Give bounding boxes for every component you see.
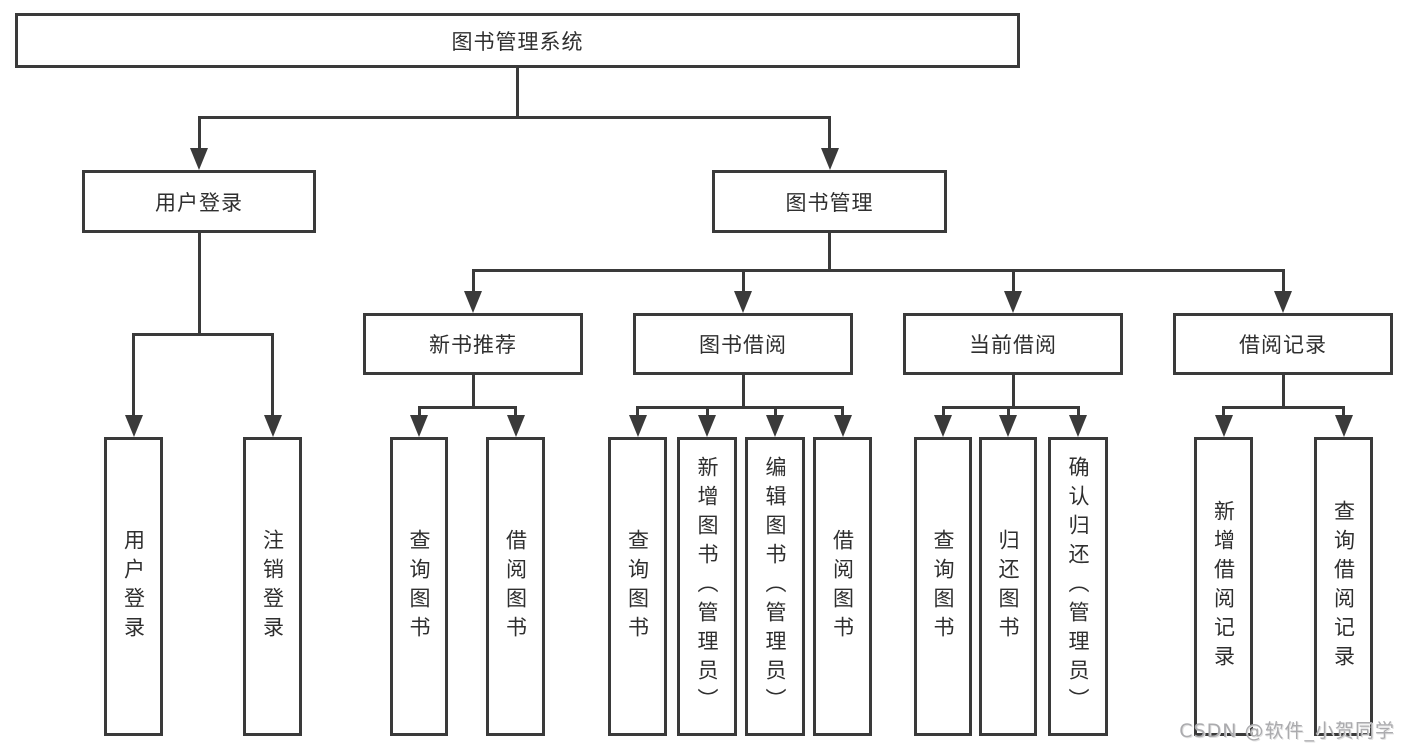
- watermark: CSDN @软件_小贺同学: [1179, 720, 1395, 742]
- connector-split-book-borrow: [636, 405, 844, 409]
- connector-branch-v-confirm-return: [1076, 407, 1080, 419]
- connector-branch-v-query-books-2: [636, 407, 639, 419]
- connector-branch-v-edit-books: [773, 407, 777, 419]
- connector-branch-v-logout: [271, 334, 274, 419]
- connector-split-new-book-rec: [417, 405, 517, 409]
- connector-arrow-v-query-books-3: [934, 415, 952, 437]
- connector-branch-v-add-borrow-record: [1222, 407, 1225, 419]
- node-new-book-rec: 新书推荐: [363, 313, 583, 375]
- connector-branch-borrow-records: [1281, 270, 1285, 295]
- connector-branch-v-query-borrow-record: [1342, 407, 1345, 419]
- connector-arrow-v-add-borrow-record: [1214, 415, 1233, 437]
- connector-arrow-user-login: [190, 148, 208, 170]
- node-v-borrow-books-1: 借阅图书: [486, 437, 545, 736]
- connector-arrow-current-borrow: [1004, 291, 1022, 313]
- connector-arrow-v-confirm-return: [1069, 415, 1087, 437]
- connector-arrow-v-query-books-1: [410, 415, 428, 437]
- connector-arrow-v-logout: [263, 415, 282, 437]
- connector-split-user-login: [132, 332, 274, 336]
- node-v-query-books-1: 查询图书: [390, 437, 448, 736]
- connector-branch-v-borrow-books-1: [514, 407, 517, 419]
- connector-branch-new-book-rec: [471, 270, 475, 295]
- connector-branch-current-borrow: [1011, 270, 1015, 295]
- connector-drop-borrow-records: [1281, 375, 1285, 409]
- connector-drop-root: [516, 68, 519, 119]
- connector-arrow-v-return-books: [999, 415, 1017, 437]
- connector-drop-book-borrow: [741, 375, 745, 409]
- node-v-return-books: 归还图书: [979, 437, 1037, 736]
- connector-arrow-v-query-books-2: [628, 415, 647, 437]
- connector-branch-v-borrow-books-2: [841, 407, 844, 419]
- node-v-edit-books: 编辑图书（管理员）: [745, 437, 805, 736]
- node-v-query-books-3: 查询图书: [914, 437, 972, 736]
- node-book-mgmt: 图书管理: [712, 170, 947, 233]
- connector-arrow-v-user-login: [124, 415, 143, 437]
- connector-branch-v-return-books: [1006, 407, 1010, 419]
- node-current-borrow: 当前借阅: [903, 313, 1123, 375]
- connector-arrow-borrow-records: [1274, 291, 1292, 313]
- node-v-user-login: 用户登录: [104, 437, 163, 736]
- node-user-login: 用户登录: [82, 170, 316, 233]
- connector-branch-book-mgmt: [828, 117, 831, 152]
- connector-arrow-v-borrow-books-2: [833, 415, 852, 437]
- node-v-add-borrow-record: 新增借阅记录: [1194, 437, 1253, 736]
- node-book-borrow: 图书借阅: [633, 313, 853, 375]
- connector-arrow-v-query-borrow-record: [1334, 415, 1353, 437]
- connector-split-root: [197, 115, 831, 119]
- connector-branch-user-login: [197, 117, 201, 152]
- connector-branch-v-user-login: [132, 334, 135, 419]
- connector-branch-v-query-books-1: [417, 407, 421, 419]
- node-borrow-records: 借阅记录: [1173, 313, 1393, 375]
- connector-arrow-v-edit-books: [766, 415, 784, 437]
- node-v-query-borrow-record: 查询借阅记录: [1314, 437, 1373, 736]
- connector-arrow-v-add-books: [698, 415, 716, 437]
- connector-split-current-borrow: [941, 405, 1080, 409]
- connector-arrow-v-borrow-books-1: [506, 415, 525, 437]
- node-root: 图书管理系统: [15, 13, 1020, 68]
- node-v-logout: 注销登录: [243, 437, 302, 736]
- connector-split-book-mgmt: [471, 268, 1285, 272]
- node-v-add-books: 新增图书（管理员）: [677, 437, 737, 736]
- connector-drop-new-book-rec: [471, 375, 475, 409]
- connector-branch-v-query-books-3: [941, 407, 945, 419]
- node-v-query-books-2: 查询图书: [608, 437, 667, 736]
- connector-split-borrow-records: [1222, 405, 1345, 409]
- connector-arrow-book-borrow: [734, 291, 752, 313]
- connector-drop-book-mgmt: [828, 233, 831, 272]
- connector-arrow-new-book-rec: [464, 291, 482, 313]
- connector-drop-user-login: [197, 233, 201, 336]
- connector-branch-book-borrow: [741, 270, 745, 295]
- connector-branch-v-add-books: [705, 407, 709, 419]
- connector-drop-current-borrow: [1011, 375, 1015, 409]
- connector-arrow-book-mgmt: [820, 148, 839, 170]
- node-v-confirm-return: 确认归还（管理员）: [1048, 437, 1108, 736]
- node-v-borrow-books-2: 借阅图书: [813, 437, 872, 736]
